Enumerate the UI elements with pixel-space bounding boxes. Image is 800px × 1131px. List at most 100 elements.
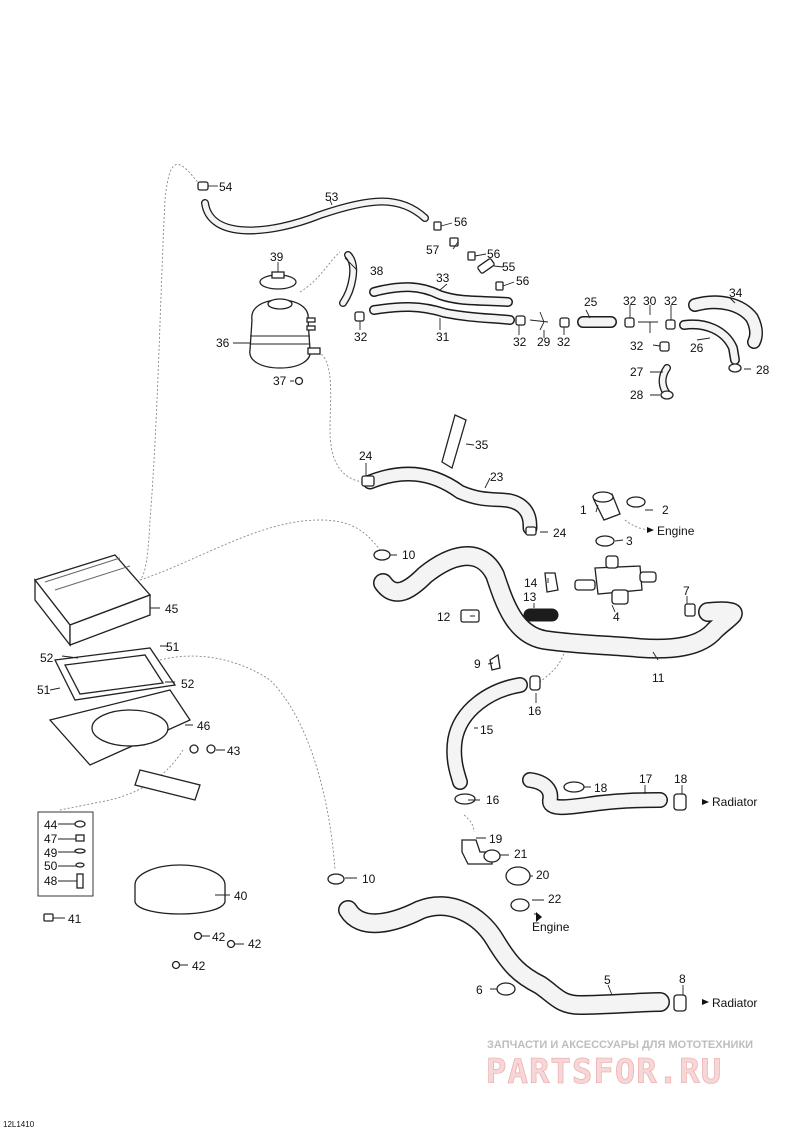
destination-arrows — [536, 527, 709, 1005]
callout-37: 37 — [273, 374, 287, 388]
callout-34: 34 — [729, 286, 743, 300]
callout-48: 48 — [44, 874, 58, 888]
callout-41: 41 — [68, 912, 82, 926]
callout-57: 57 — [426, 243, 440, 257]
callout-40: 40 — [234, 889, 248, 903]
hose-31 — [369, 301, 515, 325]
callout-5: 5 — [604, 973, 611, 987]
hoses — [201, 197, 763, 1015]
part-56-b — [467, 251, 476, 261]
hose-5 — [338, 896, 670, 1015]
callout-47: 47 — [44, 832, 58, 846]
callout-32: 32 — [664, 294, 678, 308]
callout-23: 23 — [490, 470, 504, 484]
part-55 — [477, 258, 495, 274]
callout-11: 11 — [652, 671, 665, 685]
callout-28: 28 — [756, 363, 770, 377]
reference-code: 12L1410 — [3, 1120, 35, 1129]
arrow-radiator-bottom — [702, 999, 709, 1005]
part-37 — [294, 376, 304, 386]
callout-50: 50 — [44, 859, 58, 873]
callout-51: 51 — [166, 640, 180, 654]
arrow-engine-top — [647, 527, 654, 533]
hose-17 — [522, 772, 668, 816]
callout-10: 10 — [362, 872, 376, 886]
engine-label-top: Engine — [657, 524, 695, 538]
callout-56: 56 — [454, 215, 468, 229]
callout-22: 22 — [548, 892, 562, 906]
hose-11 — [373, 546, 743, 659]
part-43-a — [189, 744, 199, 754]
callout-18: 18 — [674, 772, 688, 786]
hose-34 — [688, 295, 763, 349]
callout-33: 33 — [436, 271, 450, 285]
callout-12: 12 — [437, 610, 451, 624]
part-28-b — [660, 390, 674, 400]
part-28-a — [728, 363, 742, 373]
callout-2: 2 — [662, 503, 669, 517]
callout-24: 24 — [359, 449, 373, 463]
callout-32: 32 — [630, 339, 644, 353]
callout-53: 53 — [325, 190, 339, 204]
part-42-b — [226, 939, 236, 949]
callout-36: 36 — [216, 336, 230, 350]
radiator-label-bottom: Radiator — [712, 996, 757, 1010]
callout-20: 20 — [536, 868, 550, 882]
part-32-b — [515, 315, 526, 326]
callout-labels: 54 53 56 57 56 55 56 39 38 33 36 32 31 3… — [37, 180, 770, 997]
callout-32: 32 — [623, 294, 637, 308]
callout-18: 18 — [594, 781, 608, 795]
part-43-b — [206, 744, 216, 754]
callout-39: 39 — [270, 250, 284, 264]
part-32-a — [354, 311, 365, 322]
part-10-a — [373, 549, 391, 561]
routing-lines — [59, 163, 653, 911]
callout-52: 52 — [40, 651, 54, 665]
callout-10: 10 — [402, 548, 416, 562]
arrow-engine-bottom — [536, 912, 542, 922]
part-3 — [595, 535, 615, 547]
hose-15 — [446, 677, 528, 790]
callout-56: 56 — [516, 274, 530, 288]
callout-15: 15 — [480, 723, 494, 737]
watermark-site: PARTSFOR.RU — [486, 1052, 722, 1092]
callout-52: 52 — [181, 677, 195, 691]
part-18-b — [673, 793, 687, 811]
callout-28: 28 — [630, 388, 644, 402]
callout-7: 7 — [683, 584, 690, 598]
callout-9: 9 — [474, 657, 481, 671]
hose-53 — [201, 197, 429, 235]
callout-35: 35 — [475, 438, 489, 452]
callout-25: 25 — [584, 295, 598, 309]
callout-49: 49 — [44, 846, 58, 860]
callout-16: 16 — [486, 793, 500, 807]
part-24-a — [361, 475, 375, 487]
part-29 — [529, 311, 549, 331]
watermark: ЗАПЧАСТИ И АКСЕССУАРЫ ДЛЯ МОТОТЕХНИКИ PA… — [486, 1039, 753, 1092]
hose-38 — [339, 251, 358, 307]
callout-6: 6 — [476, 983, 483, 997]
part-56-a — [433, 221, 442, 231]
callout-21: 21 — [514, 847, 528, 861]
part-14 — [544, 572, 559, 593]
watermark-tagline: ЗАПЧАСТИ И АКСЕССУАРЫ ДЛЯ МОТОТЕХНИКИ — [487, 1039, 753, 1051]
part-36 — [249, 298, 321, 369]
callout-42: 42 — [192, 959, 206, 973]
part-4 — [574, 555, 657, 605]
part-57 — [449, 237, 459, 247]
callout-38: 38 — [370, 264, 384, 278]
part-30 — [638, 321, 658, 333]
part-8 — [673, 994, 687, 1012]
callout-1: 1 — [580, 503, 587, 517]
part-24-b — [525, 526, 537, 536]
part-35 — [441, 414, 467, 469]
callout-26: 26 — [690, 341, 704, 355]
part-18-a — [563, 781, 585, 793]
part-6 — [496, 982, 516, 996]
callout-17: 17 — [639, 772, 653, 786]
arrow-radiator-mid — [702, 799, 709, 805]
callout-54: 54 — [219, 180, 233, 194]
callout-32: 32 — [513, 335, 527, 349]
part-10-b — [327, 873, 345, 885]
part-32-e — [665, 319, 676, 330]
